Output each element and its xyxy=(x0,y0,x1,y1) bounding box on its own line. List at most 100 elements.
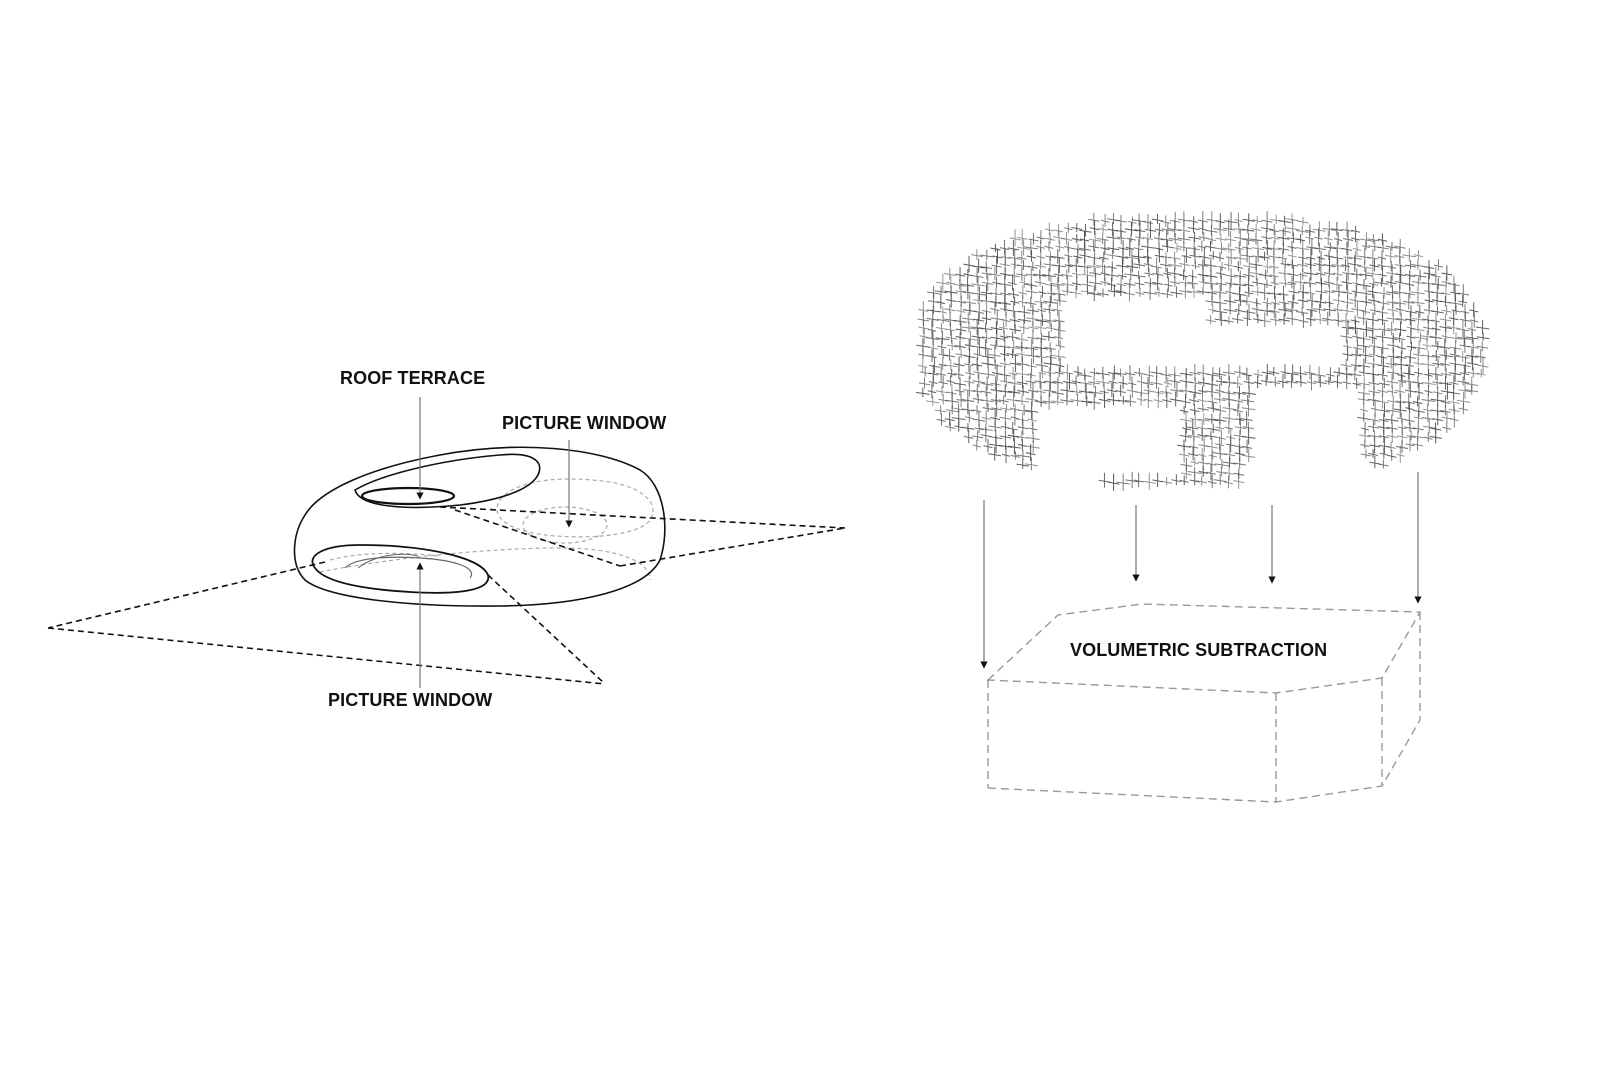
lattice-node xyxy=(1044,241,1054,252)
lattice-node xyxy=(1323,242,1337,252)
lattice-node xyxy=(991,256,1002,274)
lattice-node xyxy=(928,376,938,387)
lattice-node xyxy=(1187,419,1199,435)
lattice-node xyxy=(1025,444,1036,462)
lattice-node xyxy=(1367,283,1378,298)
lattice-node xyxy=(1351,225,1361,235)
lattice-node xyxy=(1395,312,1407,325)
lattice-node xyxy=(1061,269,1073,280)
lattice-node xyxy=(1198,221,1207,235)
lattice-node xyxy=(998,365,1012,383)
lattice-node xyxy=(1205,437,1218,455)
lattice-node xyxy=(1439,349,1454,360)
lattice-node xyxy=(1386,260,1397,272)
subtraction-arrows xyxy=(980,472,1422,669)
lattice-node xyxy=(1241,367,1253,381)
lattice-node xyxy=(1010,258,1020,269)
lattice-node xyxy=(1357,336,1370,354)
lattice-node xyxy=(1163,276,1173,292)
lattice-node xyxy=(1431,277,1445,290)
lattice-node xyxy=(1405,355,1415,374)
lattice-node xyxy=(1233,228,1247,247)
lattice-node xyxy=(1278,278,1292,287)
lattice-node xyxy=(999,321,1009,333)
lattice-node xyxy=(1414,367,1423,377)
lattice-node xyxy=(1358,345,1373,364)
lattice-node xyxy=(1125,471,1140,489)
lattice-node xyxy=(1469,302,1479,318)
lattice-node xyxy=(1197,266,1209,283)
lattice-node xyxy=(1352,239,1362,258)
lattice-node xyxy=(1216,429,1226,445)
lattice-node xyxy=(1118,270,1128,280)
lattice-node xyxy=(973,364,983,379)
lattice-node xyxy=(1240,247,1254,263)
lattice-node xyxy=(947,369,957,378)
lattice-node xyxy=(1027,330,1039,345)
lattice-node xyxy=(1405,312,1416,326)
lattice-node xyxy=(1217,261,1227,271)
lattice-node xyxy=(963,269,973,279)
lattice-node xyxy=(1340,305,1354,315)
lattice-node xyxy=(954,341,966,350)
lattice-node xyxy=(972,374,986,388)
lattice-node xyxy=(1411,286,1425,298)
lattice-node xyxy=(1313,221,1326,238)
lattice-node xyxy=(999,239,1010,256)
lattice-node xyxy=(1233,286,1246,301)
lattice-node xyxy=(1198,276,1209,287)
lattice-node xyxy=(1260,375,1272,387)
lattice-node xyxy=(962,283,974,300)
lattice-node xyxy=(928,338,939,357)
lattice-node xyxy=(983,438,993,453)
lattice-node xyxy=(964,410,974,423)
lattice-node xyxy=(1314,294,1327,309)
lattice-node xyxy=(1196,286,1210,295)
lattice-node xyxy=(1261,279,1273,288)
lattice-node xyxy=(1215,383,1224,396)
lattice-node xyxy=(1439,338,1451,355)
lattice-node xyxy=(946,375,955,386)
lattice-node xyxy=(1376,392,1389,409)
lattice-node xyxy=(1073,248,1083,264)
lattice-node xyxy=(1052,257,1067,273)
lattice-node xyxy=(1124,394,1137,407)
lattice-node xyxy=(1361,240,1371,251)
lattice-node xyxy=(1207,394,1218,408)
lattice-node xyxy=(961,403,974,415)
lattice-node xyxy=(1356,279,1371,290)
lattice-node xyxy=(1298,268,1308,280)
lattice-node xyxy=(1128,216,1137,227)
lattice-node xyxy=(1133,472,1144,488)
lattice-node xyxy=(1430,392,1445,406)
lattice-node xyxy=(1160,215,1171,228)
lattice-node xyxy=(1107,222,1119,237)
lattice-node xyxy=(1294,272,1307,291)
lattice-node xyxy=(1378,322,1391,336)
lattice-node xyxy=(963,347,976,364)
lattice-node xyxy=(1025,296,1037,308)
lattice-node xyxy=(1134,276,1145,289)
lattice-node xyxy=(1018,305,1031,317)
lattice-node xyxy=(1160,230,1173,248)
lattice-node xyxy=(1046,323,1057,332)
lattice-node xyxy=(1225,278,1237,288)
lattice-node xyxy=(1476,332,1490,341)
lattice-node xyxy=(1278,313,1290,325)
lattice-node xyxy=(1411,312,1426,325)
lattice-node xyxy=(1233,223,1245,234)
lattice-node xyxy=(1087,393,1101,410)
lattice-node xyxy=(1233,261,1244,272)
lattice-node xyxy=(1204,240,1217,252)
lattice-node xyxy=(1285,213,1299,224)
lattice-node xyxy=(1470,312,1479,328)
lattice-node xyxy=(1231,313,1244,324)
lattice-node xyxy=(981,311,992,325)
lattice-node xyxy=(1027,382,1039,399)
lattice-node xyxy=(1348,255,1362,272)
lattice-node xyxy=(1379,402,1390,418)
lattice-node xyxy=(1386,428,1398,443)
view-cones xyxy=(47,506,846,685)
lattice-node xyxy=(1369,436,1381,454)
